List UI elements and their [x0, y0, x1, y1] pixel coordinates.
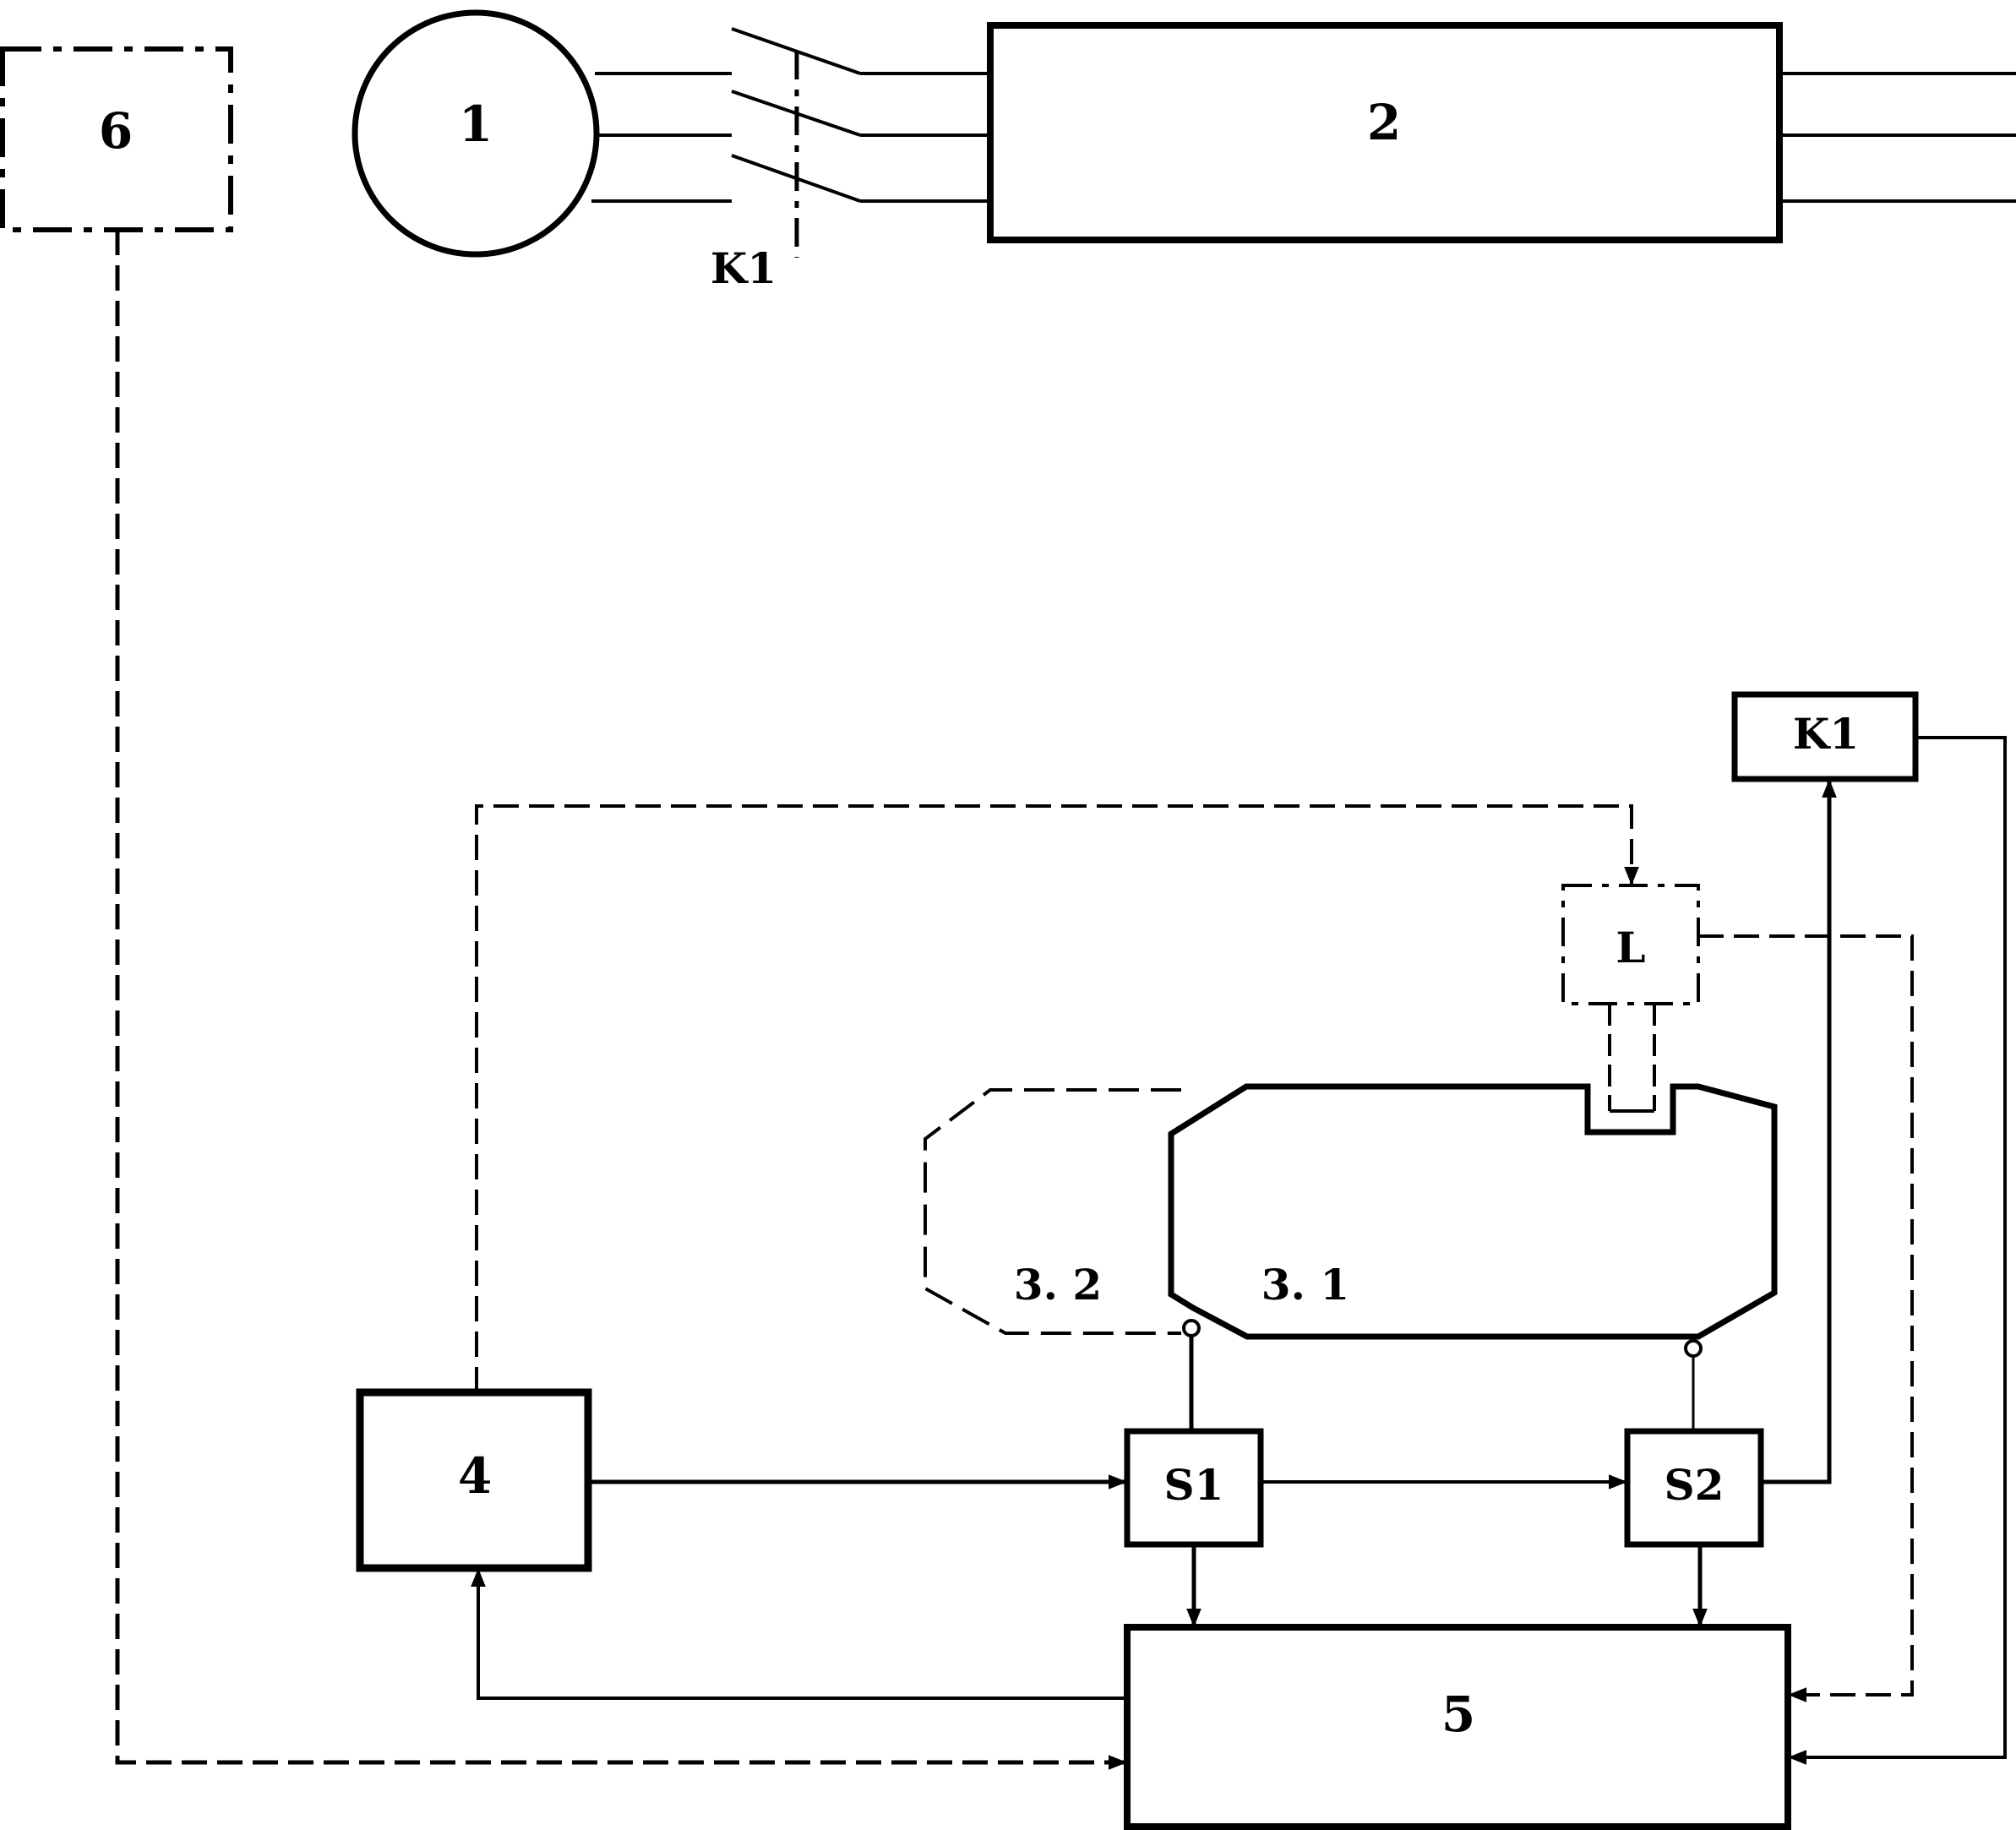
block-4: 4 [356, 1388, 592, 1572]
switch-k1: K1 [711, 27, 990, 293]
block-6: 6 [0, 46, 233, 232]
link-5-to-4 [471, 1568, 1127, 1700]
block-5-label: 5 [1441, 1686, 1475, 1743]
block-5: 5 [1124, 1624, 1791, 1830]
generator-output-lines [591, 72, 732, 203]
relay-k1-label: K1 [1793, 709, 1859, 759]
level-sensor-l: L [1561, 884, 1700, 1113]
sensor-tap-s2 [1684, 1339, 1703, 1358]
tank-3-1: 3. 1 [1168, 1083, 1778, 1340]
tank-3-2: 3. 2 [924, 1088, 1181, 1335]
block-2-label: 2 [1367, 94, 1401, 151]
link-relay-k1-to-5 [1788, 736, 2007, 1765]
relay-k1: K1 [1731, 691, 1919, 782]
sensor-s1-label: S1 [1164, 1460, 1224, 1510]
link-6-to-5 [115, 230, 1127, 1770]
link-4-to-l [475, 804, 1639, 1392]
level-sensor-l-label: L [1616, 923, 1645, 972]
sensor-tap-s1 [1182, 1319, 1201, 1337]
block-4-label: 4 [458, 1447, 492, 1505]
block-6-label: 6 [99, 102, 133, 160]
generator-1-label: 1 [459, 95, 493, 153]
link-l-to-5 [1698, 934, 1914, 1702]
block-2: 2 [987, 22, 1783, 243]
sensor-s1: S1 [1124, 1428, 1264, 1548]
generator-1: 1 [351, 9, 600, 258]
link-s2-to-relay-k1 [1761, 779, 1837, 1484]
switch-k1-label: K1 [711, 243, 776, 293]
tank-3-2-label: 3. 2 [1014, 1260, 1102, 1310]
sensor-s2: S2 [1624, 1428, 1764, 1548]
tank-3-1-label: 3. 1 [1261, 1260, 1349, 1310]
block-2-output-lines [1779, 72, 2016, 203]
sensor-s2-label: S2 [1665, 1460, 1724, 1510]
